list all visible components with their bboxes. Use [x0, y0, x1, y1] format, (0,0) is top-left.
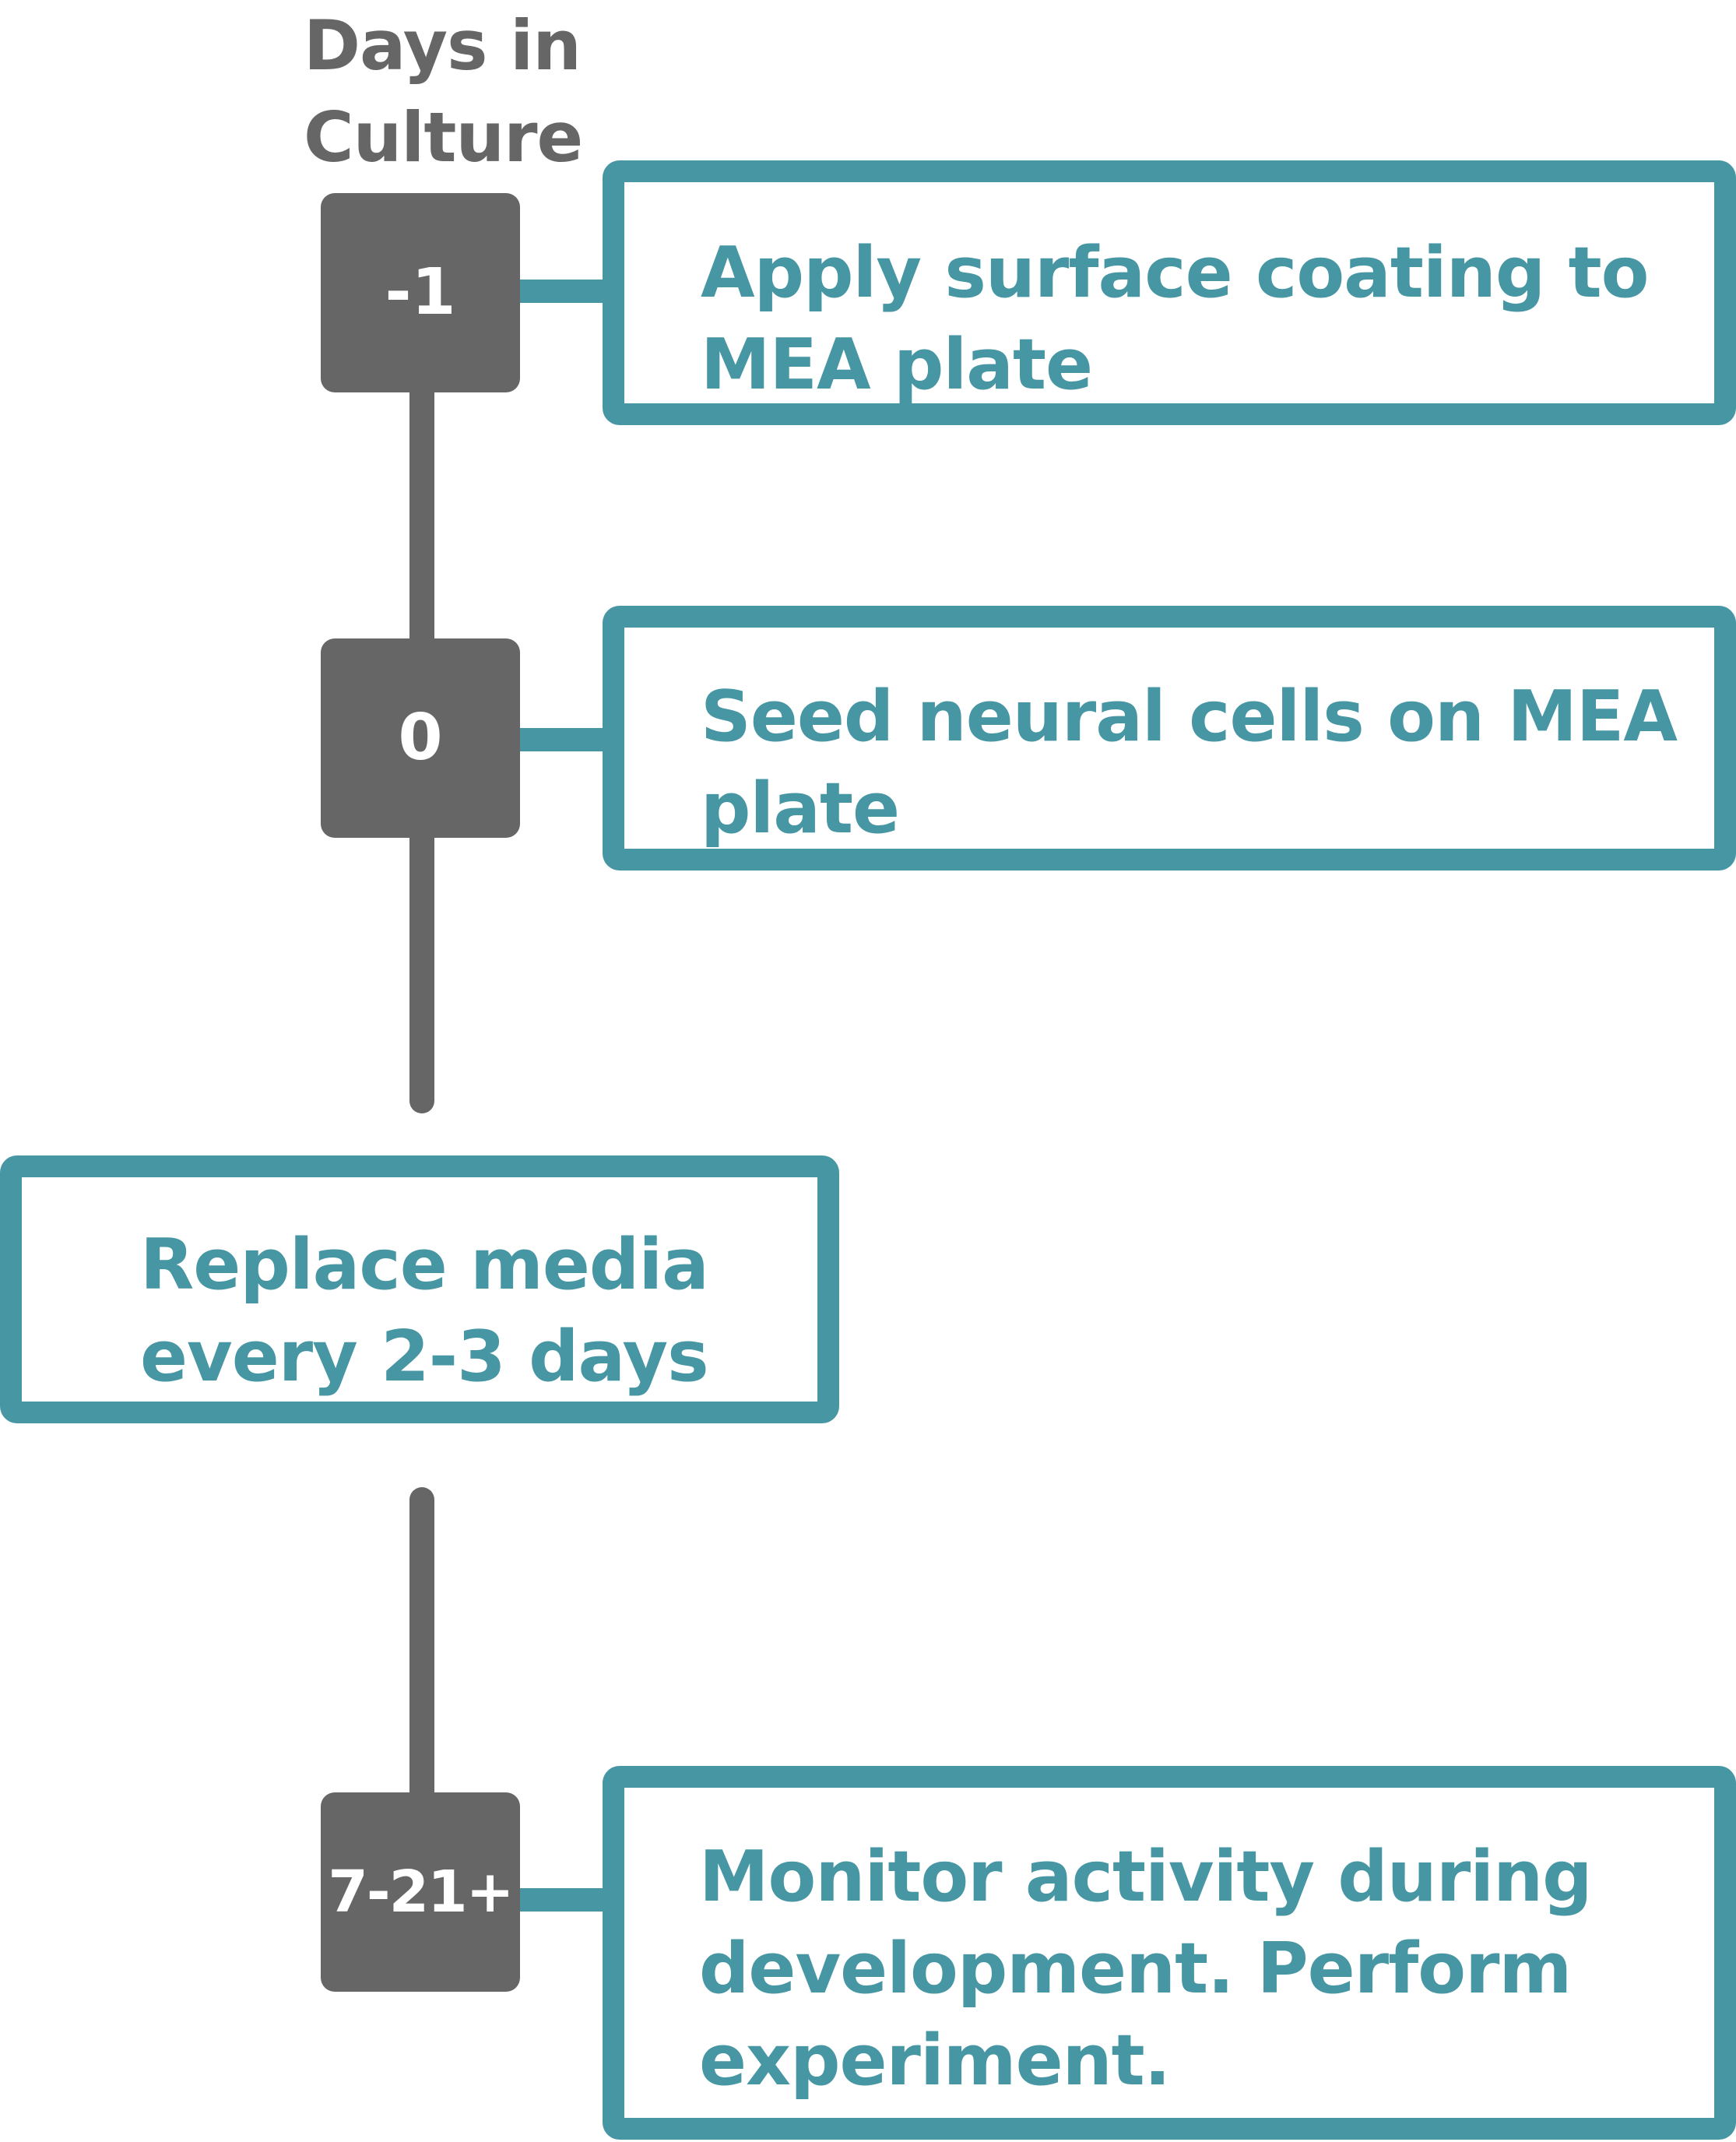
timeline-title: Days in Culture [304, 0, 615, 184]
timeline-segment-3 [409, 1487, 434, 1814]
step-3-text-line-2: every 2-3 days [140, 1316, 709, 1398]
timeline-segment-2 [409, 818, 434, 1113]
connector-step-4 [514, 1888, 607, 1912]
day-marker-7-21: 7-21+ [321, 1792, 520, 1992]
step-box-monitor-activity: Monitor activity during development. Per… [603, 1766, 1736, 2140]
day-marker-minus-1: -1 [321, 193, 520, 392]
step-2-text-line-1: Seed neural cells on MEA [701, 676, 1678, 758]
connector-step-2 [514, 728, 607, 751]
step-1-text-line-2: MEA plate [701, 324, 1093, 406]
step-box-seed-cells: Seed neural cells on MEA plate [603, 606, 1736, 871]
day-marker-0: 0 [321, 638, 520, 838]
timeline-segment-1 [409, 374, 434, 654]
step-box-apply-coating: Apply surface coating to MEA plate [603, 160, 1736, 425]
step-1-text-line-1: Apply surface coating to [701, 232, 1649, 314]
timeline-title-line-1: Days in [304, 5, 582, 86]
step-4-text-line-2: development. Perform [699, 1928, 1572, 2010]
step-box-replace-media: Replace media every 2-3 days [0, 1155, 839, 1423]
step-2-text-line-2: plate [701, 768, 900, 849]
step-3-text-line-1: Replace media [140, 1224, 709, 1306]
step-4-text-line-1: Monitor activity during [699, 1836, 1593, 1918]
connector-step-1 [514, 280, 607, 303]
timeline-title-line-2: Culture [304, 97, 583, 178]
step-4-text-line-3: experiment. [699, 2020, 1171, 2102]
